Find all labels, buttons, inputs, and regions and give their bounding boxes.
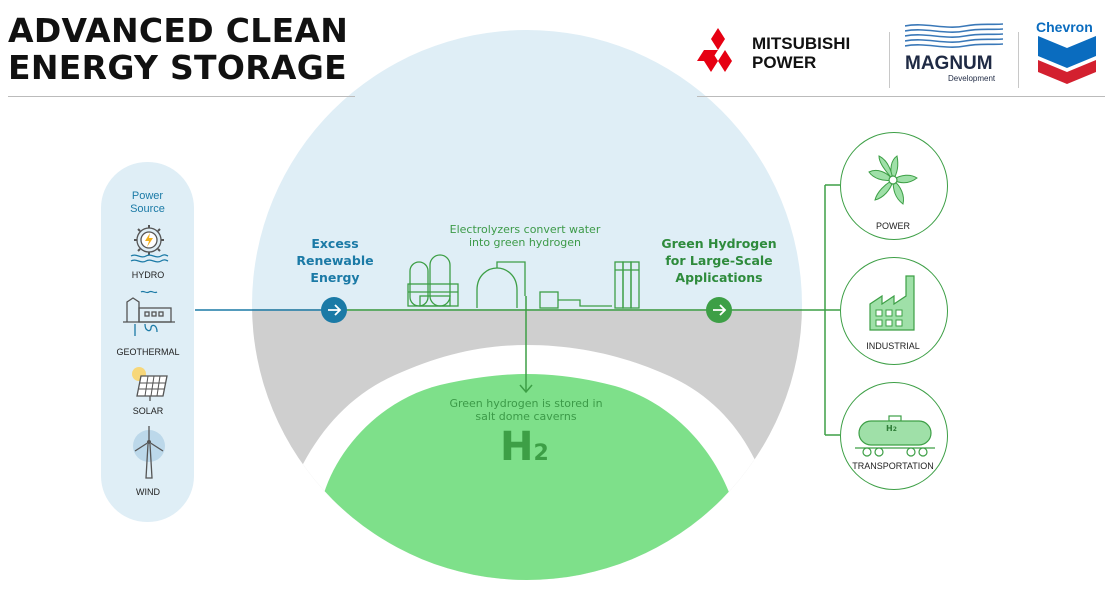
mitsubishi-logo-icon [697, 28, 732, 72]
logo-divider-1 [889, 32, 890, 88]
green-hydrogen-line-3: Applications [675, 270, 763, 285]
power-source-heading: Power Source [101, 190, 194, 216]
source-label-hydro: HYDRO [131, 270, 165, 280]
title-line-2: ENERGY STORAGE [8, 48, 347, 87]
electrolyzers-label: Electrolyzers convert water into green h… [420, 223, 630, 249]
h2-symbol-h: H [500, 424, 534, 470]
excess-line-1: Excess [311, 236, 359, 251]
magnum-waves-icon [905, 23, 1003, 48]
electrolyzer-plant-icon [407, 254, 640, 309]
power-source-heading-line-2: Source [130, 203, 165, 215]
h2-symbol-sub: 2 [533, 441, 549, 466]
green-hydrogen-line-1: Green Hydrogen [661, 236, 777, 251]
source-label-geothermal: GEOTHERMAL [116, 347, 180, 357]
storage-line-1: Green hydrogen is stored in [449, 397, 603, 410]
down-arrow-icon [519, 384, 533, 394]
logo-divider-2 [1018, 32, 1019, 88]
blue-arrow-icon [321, 297, 347, 323]
application-label-industrial: INDUSTRIAL [866, 341, 920, 351]
mitsubishi-line-1: MITSUBISHI [752, 34, 851, 53]
excess-line-2: Renewable [296, 253, 374, 268]
geothermal-icon [123, 290, 175, 336]
excess-energy-label: Excess Renewable Energy [283, 235, 387, 286]
green-arrow-icon [706, 297, 732, 323]
storage-label: Green hydrogen is stored in salt dome ca… [420, 397, 632, 423]
source-label-solar: SOLAR [132, 406, 164, 416]
chevron-logo-icon [1038, 36, 1096, 84]
excess-line-3: Energy [310, 270, 360, 285]
application-label-transportation: TRANSPORTATION [852, 461, 934, 471]
title-line-1: ADVANCED CLEAN [8, 11, 349, 50]
green-hydrogen-line-2: for Large-Scale [665, 253, 773, 268]
cavern [320, 374, 737, 580]
tank-h2-h: H [886, 424, 893, 433]
solar-icon [132, 367, 168, 401]
wind-icon [133, 426, 165, 479]
mitsubishi-line-2: POWER [752, 53, 817, 72]
magnum-sub: Development [948, 74, 996, 83]
title-rule [8, 96, 355, 97]
application-label-power: POWER [875, 221, 910, 231]
storage-line-2: salt dome caverns [475, 410, 577, 423]
electrolyzers-line-2: into green hydrogen [468, 236, 582, 249]
chevron-name: Chevron [1036, 19, 1093, 35]
tank-h2-label: H2 [886, 424, 897, 433]
source-label-wind: WIND [136, 487, 160, 497]
turbine-fan-icon [868, 155, 918, 205]
h2-symbol: H2 [500, 424, 549, 470]
green-hydrogen-label: Green Hydrogen for Large-Scale Applicati… [650, 235, 788, 286]
factory-icon [869, 275, 915, 331]
power-source-heading-line-1: Power [131, 190, 164, 202]
tank-car-icon [855, 415, 935, 457]
logo-rule [697, 96, 1105, 97]
tank-h2-sub: 2 [892, 426, 897, 433]
magnum-name: MAGNUM [905, 53, 993, 74]
hydro-icon [130, 225, 169, 263]
electrolyzers-line-1: Electrolyzers convert water [449, 223, 601, 236]
